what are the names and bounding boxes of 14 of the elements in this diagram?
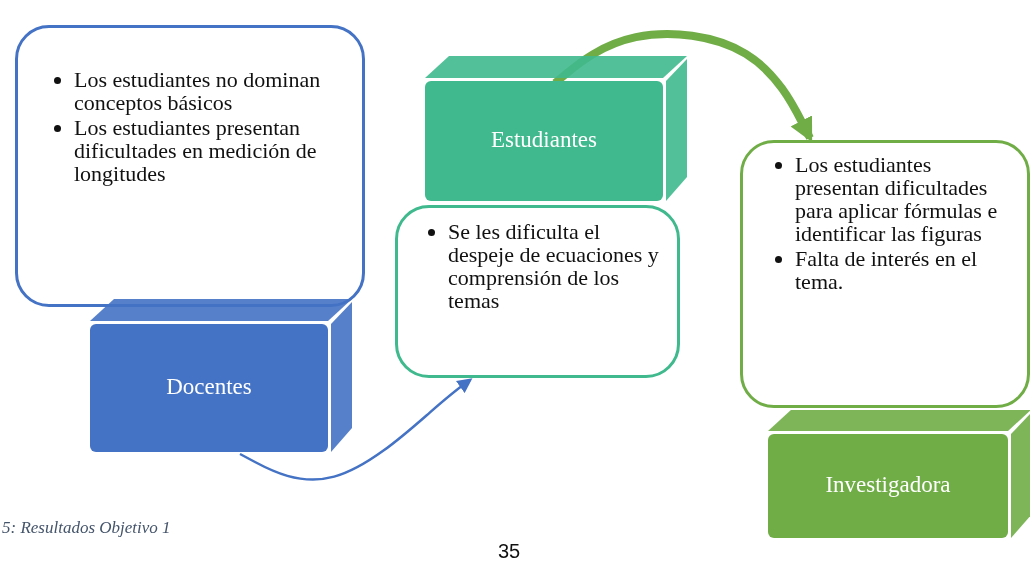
page-number: 35 (498, 540, 521, 563)
bullet-text: Los estudiantes no dominan conceptos básicos (74, 67, 321, 115)
text-card (15, 25, 365, 307)
bullet-text: Falta de interés en el tema. (795, 246, 978, 294)
block-label: Docentes (165, 374, 253, 400)
figure-caption: 5: Resultados Objetivo 1 (2, 518, 171, 538)
curved-arrow (239, 378, 473, 481)
text-card (395, 205, 680, 378)
block-label: Investigadora (824, 472, 952, 498)
block-label: Estudiantes (489, 127, 598, 153)
bullet-text: Los estudiantes presentan dificultades en medición de longitudes (74, 115, 317, 186)
bullet-text: Los estudiantes presentan dificultades para aplicar fórmulas e identificar las figuras (795, 152, 998, 246)
bullet-text: Se les dificulta el despeje de ecuaciones y comprensión de los temas (448, 219, 659, 313)
text-card (740, 140, 1030, 408)
